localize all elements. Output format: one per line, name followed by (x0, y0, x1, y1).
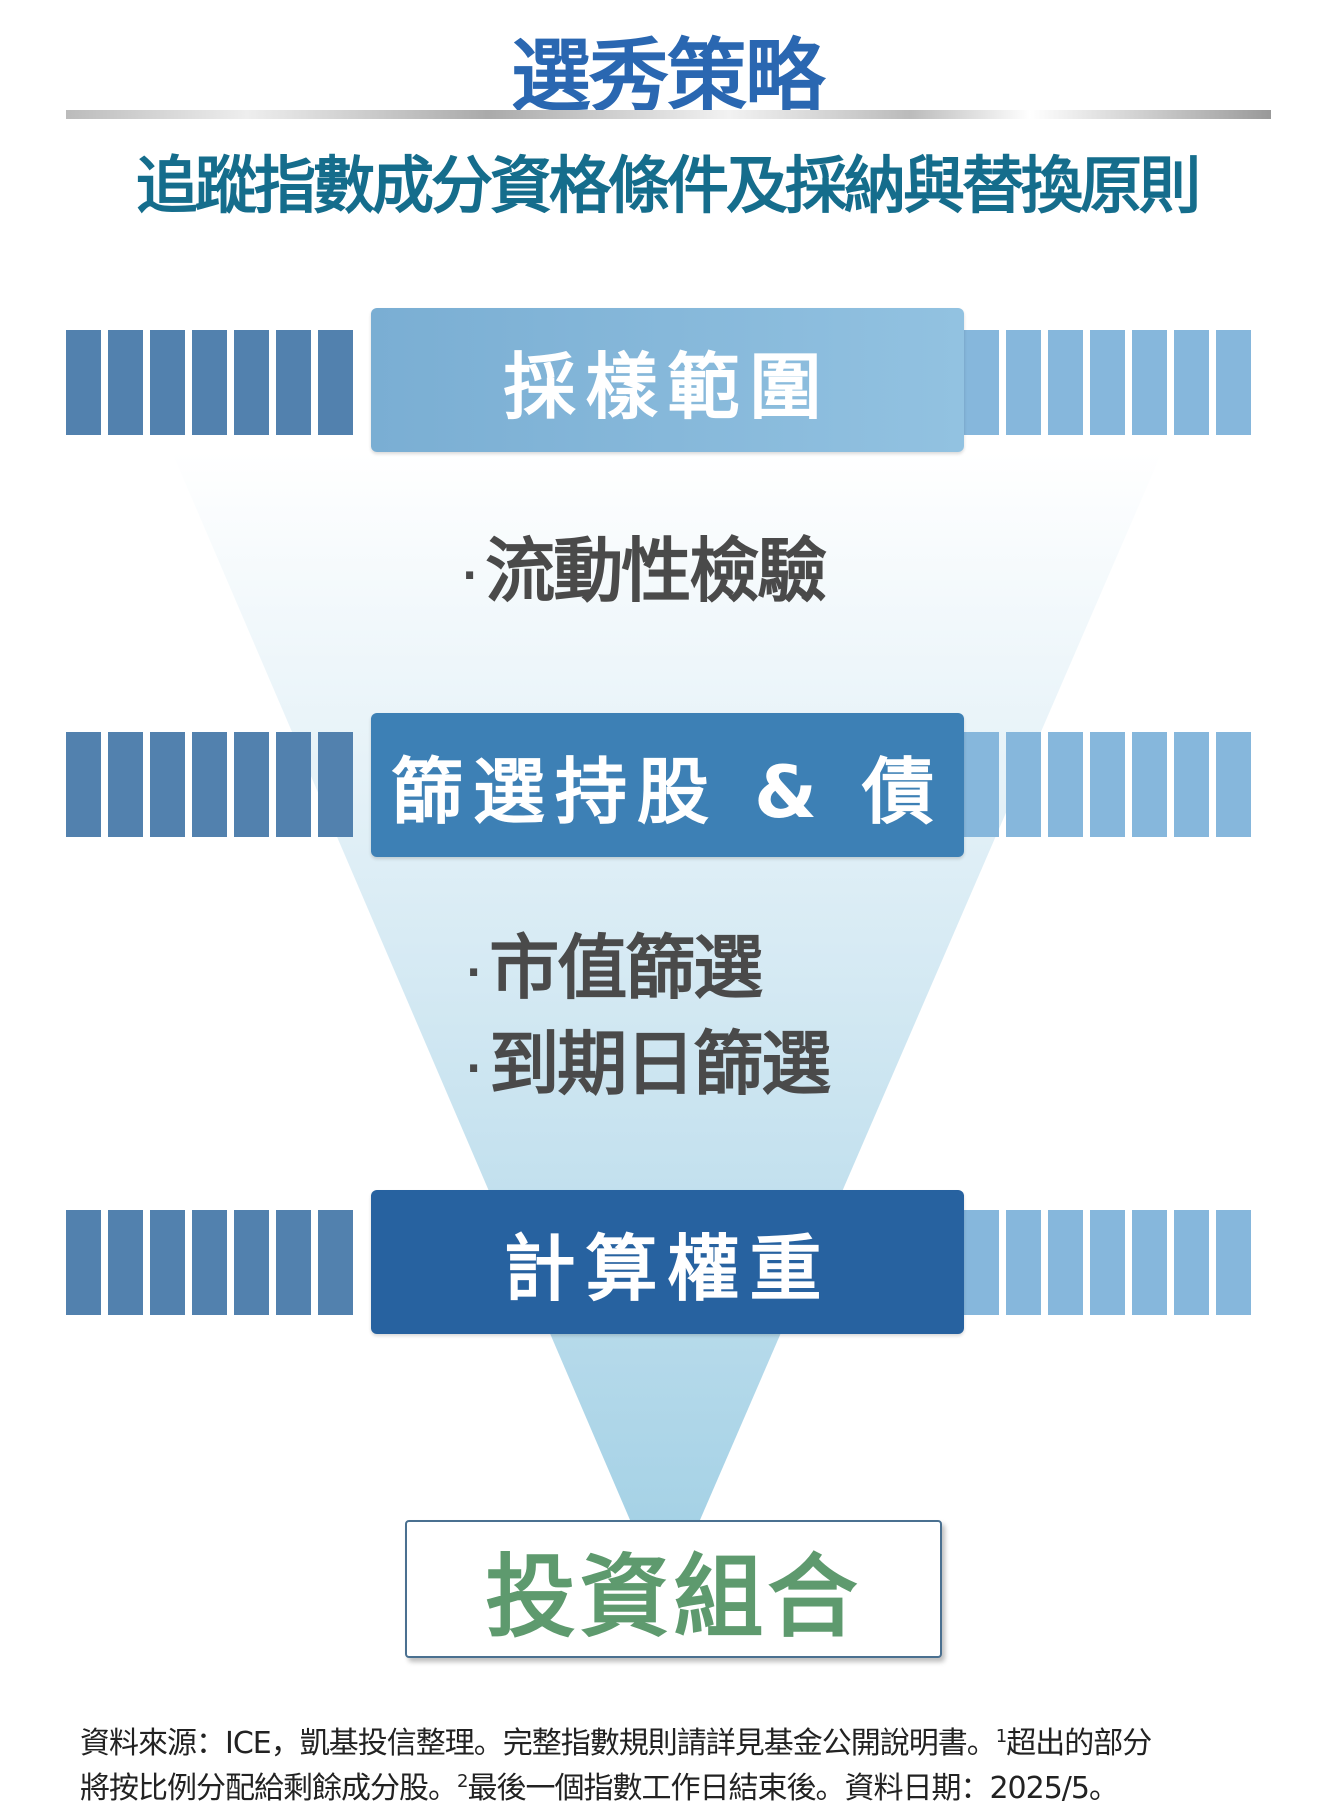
bullet-dot: · (466, 949, 481, 996)
bullet-text: 市值篩選 (489, 927, 763, 1009)
page-title: 選秀策略 (511, 30, 825, 123)
bullet-maturity-screen: ·到期日篩選 (466, 1008, 831, 1109)
bullet-text: 流動性檢驗 (485, 530, 827, 612)
footnote-line-1: 資料來源：ICE，凱基投信整理。完整指數規則請詳見基金公開說明書。1超出的部分 (80, 1718, 1280, 1763)
footnote-text: 將按比例分配給剩餘成分股。 (80, 1771, 458, 1806)
bullet-dot: · (462, 552, 477, 599)
result-portfolio-box: 投資組合 (405, 1520, 942, 1658)
stage-sampling-range: 採樣範圍 (371, 308, 964, 452)
footnote-text: 最後一個指數工作日結束後。資料日期：2025/5。 (467, 1771, 1119, 1806)
stripes-left-3 (66, 1210, 353, 1315)
bullet-text: 到期日篩選 (489, 1023, 831, 1105)
bullet-market-cap-screen: ·市值篩選 (466, 912, 763, 1013)
title-divider (66, 110, 1271, 119)
bullet-liquidity-check: ·流動性檢驗 (462, 515, 827, 616)
footnote-text: 超出的部分 (1006, 1726, 1152, 1761)
footnote-marker: 1 (995, 1726, 1007, 1747)
stripes-left-1 (66, 330, 353, 435)
stage-calculate-weights: 計算權重 (371, 1190, 964, 1334)
stripes-right-1 (964, 330, 1251, 435)
footnote-marker: 2 (457, 1771, 468, 1792)
stripes-right-3 (964, 1210, 1251, 1315)
stripes-right-2 (964, 732, 1251, 837)
footnote-text: 資料來源：ICE，凱基投信整理。完整指數規則請詳見基金公開說明書。 (80, 1726, 997, 1761)
stage-screen-holdings: 篩選持股 & 債 (371, 713, 964, 857)
stripes-left-2 (66, 732, 353, 837)
footnote: 資料來源：ICE，凱基投信整理。完整指數規則請詳見基金公開說明書。1超出的部分 … (80, 1718, 1280, 1808)
page-subtitle: 追蹤指數成分資格條件及採納與替換原則 (135, 149, 1201, 222)
bullet-dot: · (466, 1045, 481, 1092)
footnote-line-2: 將按比例分配給剩餘成分股。2最後一個指數工作日結束後。資料日期：2025/5。 (80, 1763, 1280, 1808)
